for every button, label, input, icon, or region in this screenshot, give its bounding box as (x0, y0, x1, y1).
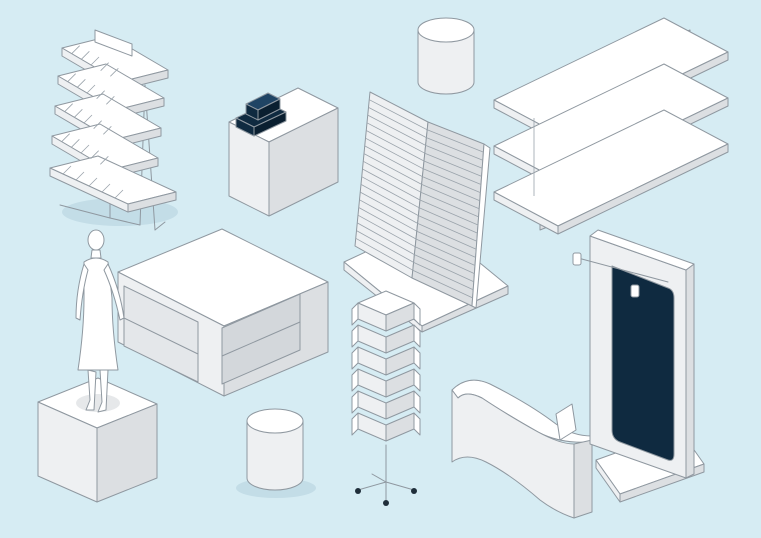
tiered-display-rack (49, 29, 178, 231)
rotating-card-spinner (351, 290, 421, 506)
gondola-shelving (493, 17, 729, 235)
cashier-counter-with-register (228, 87, 339, 217)
standing-mirror (572, 229, 705, 503)
mannequin-on-plinth (37, 229, 158, 503)
cylinder-stool-bottom (236, 408, 316, 498)
square-display-table (117, 228, 329, 397)
cylinder-stool-top (417, 17, 475, 95)
